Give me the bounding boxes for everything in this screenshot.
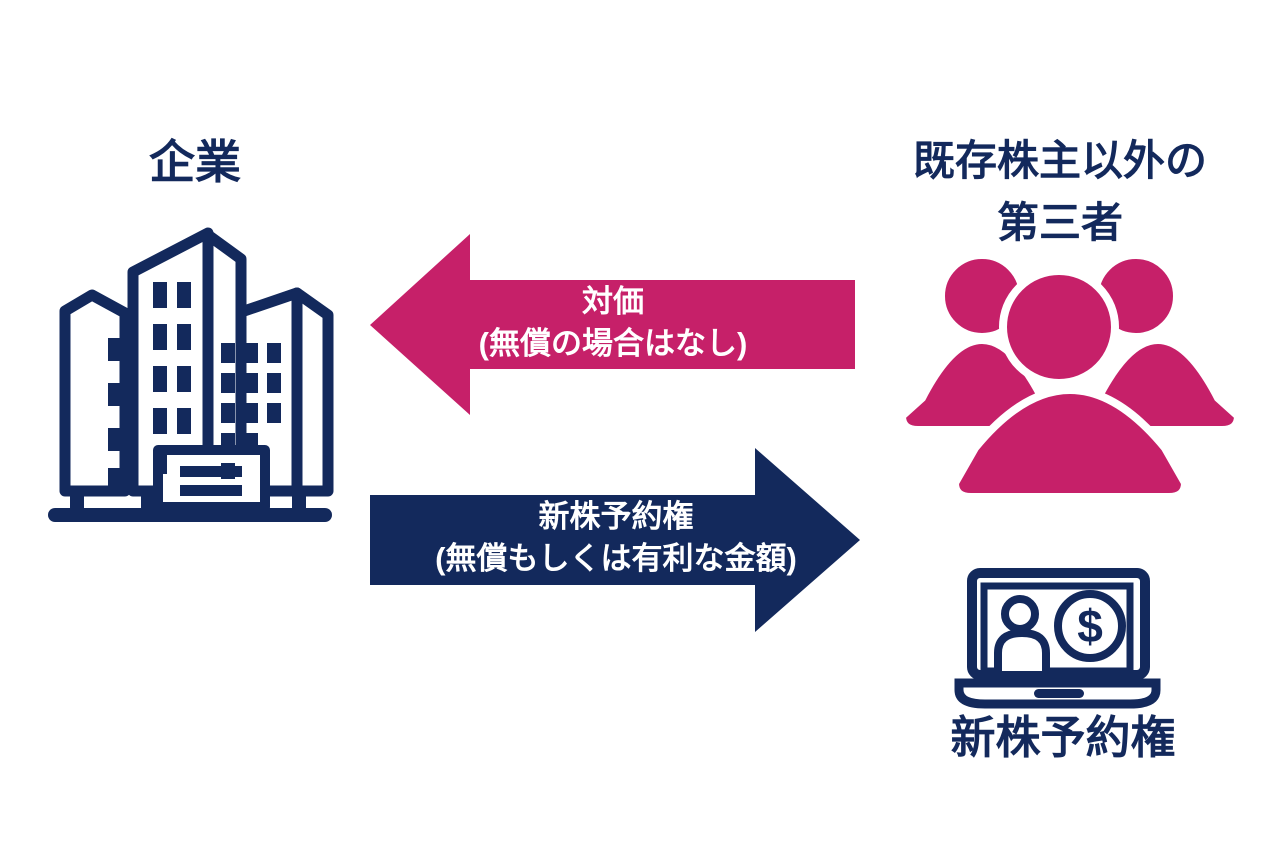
people-group-shapes	[900, 251, 1240, 500]
building-towers	[59, 227, 334, 512]
building-icon	[48, 227, 334, 522]
consideration-arrow	[370, 234, 855, 415]
third-party-label: 既存株主以外の 第三者	[870, 130, 1250, 254]
laptop-shapes	[954, 568, 1161, 709]
rights-arrow-label-line1: 新株予約権	[538, 499, 694, 534]
rights-arrow-label-line2: (無償もしくは有利な金額)	[435, 541, 797, 576]
rights-arrow	[370, 448, 860, 632]
rights-arrow-shape	[370, 448, 860, 632]
company-label: 企業	[149, 136, 241, 188]
consideration-arrow-label-line1: 対価	[582, 284, 644, 319]
people-group-icon	[900, 251, 1240, 500]
laptop-touchpad-bar	[1034, 689, 1084, 698]
rights-arrow-label: 新株予約権 (無償もしくは有利な金額)	[370, 496, 862, 580]
stock-rights-label: 新株予約権	[950, 712, 1176, 763]
consideration-arrow-label-line2: (無償の場合はなし)	[478, 326, 748, 361]
dollar-sign-glyph: $	[1077, 600, 1103, 652]
third-party-label-line1: 既存株主以外の	[912, 137, 1207, 184]
building-windows	[70, 282, 306, 513]
third-party-label-line2: 第三者	[996, 199, 1123, 246]
consideration-arrow-shape	[370, 234, 855, 415]
consideration-arrow-label: 対価 (無償の場合はなし)	[368, 281, 858, 365]
laptop-dollar-icon: $	[954, 568, 1161, 709]
